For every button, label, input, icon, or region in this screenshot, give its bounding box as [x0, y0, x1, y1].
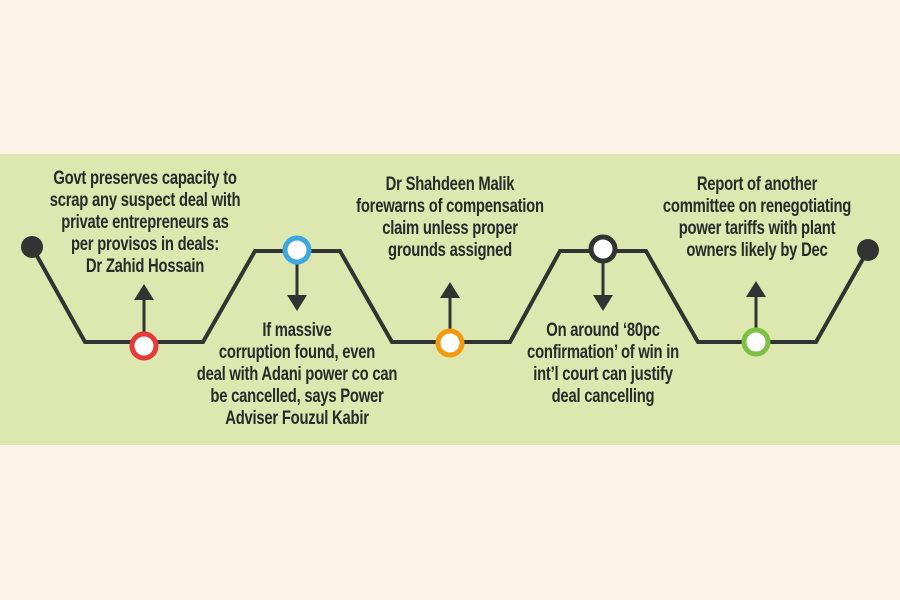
event-2-line: If massive: [262, 320, 332, 341]
marker-black: [588, 234, 618, 264]
event-3-line: claim unless proper: [382, 218, 518, 239]
marker-green: [741, 327, 771, 357]
event-4-line: confirmation’ of win in: [527, 342, 679, 363]
event-1-line: Dr Zahid Hossain: [85, 256, 205, 277]
event-text-4: On around ‘80pc confirmation’ of win in …: [486, 320, 720, 408]
event-5-line: committee on renegotiating: [662, 196, 852, 217]
event-1-line: per provisos in deals:: [70, 234, 220, 255]
marker-red: [129, 331, 159, 361]
arrowhead-up-5: [746, 281, 766, 297]
event-text-2: If massive corruption found, even deal w…: [180, 320, 414, 430]
arrowhead-down-4: [593, 295, 613, 311]
event-3-line: forewarns of compensation: [356, 196, 544, 217]
event-1-line: scrap any suspect deal with: [49, 190, 241, 211]
event-2-line: Adviser Fouzul Kabir: [225, 408, 369, 429]
event-5-line: owners likely by Dec: [686, 240, 828, 261]
event-1-line: private entrepreneurs as: [61, 212, 229, 233]
event-2-line: corruption found, even: [218, 342, 376, 363]
event-2-line: be cancelled, says Power: [210, 386, 384, 407]
event-1-line: Govt preserves capacity to: [53, 168, 237, 189]
end-dot: [857, 239, 879, 261]
event-5-line: Report of another: [696, 174, 818, 195]
event-text-1: Govt preserves capacity to scrap any sus…: [28, 168, 262, 278]
event-3-line: grounds assigned: [388, 240, 512, 261]
arrowhead-up-3: [440, 282, 460, 298]
event-4-line: int’l court can justify: [533, 364, 673, 385]
event-text-5: Report of another committee on renegotia…: [640, 174, 874, 262]
arrowhead-up-1: [134, 284, 154, 300]
event-text-3: Dr Shahdeen Malik forewarns of compensat…: [333, 174, 567, 262]
event-4-line: deal cancelling: [551, 386, 655, 407]
marker-orange: [435, 328, 465, 358]
arrowhead-down-2: [287, 295, 307, 311]
event-3-line: Dr Shahdeen Malik: [385, 174, 515, 195]
event-2-line: deal with Adani power co can: [196, 364, 398, 385]
start-dot: [21, 236, 43, 258]
event-4-line: On around ‘80pc: [546, 320, 660, 341]
marker-blue: [282, 235, 312, 265]
event-5-line: power tariffs with plant: [678, 218, 836, 239]
